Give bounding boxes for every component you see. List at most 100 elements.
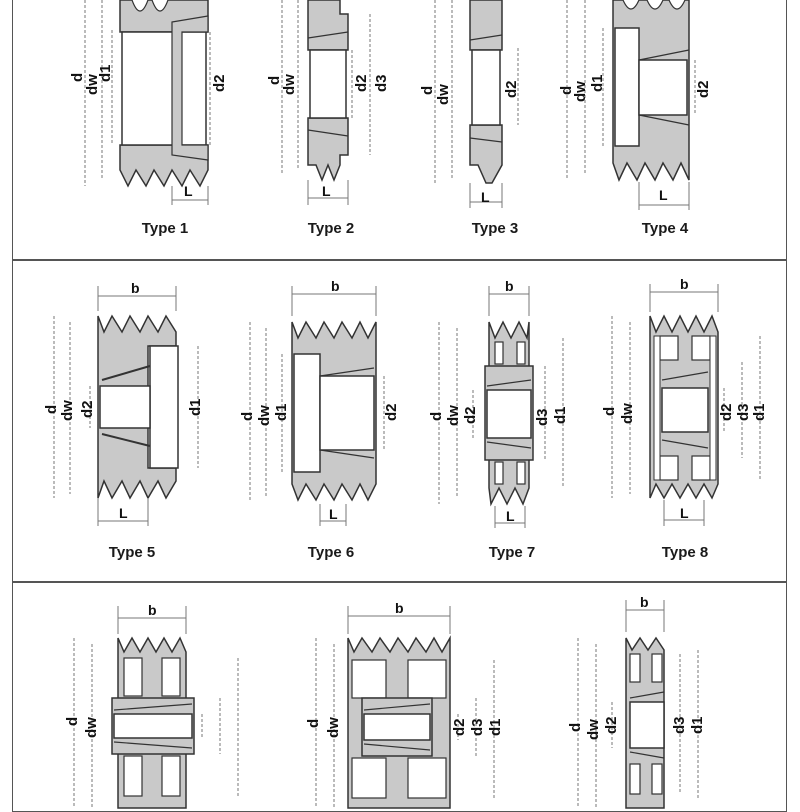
dim-label-b: b	[331, 278, 340, 294]
taper-line	[469, 34, 503, 41]
dim-label-d1: d1	[552, 406, 569, 424]
pulley-body	[469, 0, 503, 51]
taper-line	[113, 703, 193, 711]
web-window	[123, 755, 143, 797]
dim-label-d: d	[601, 407, 618, 416]
bore	[486, 389, 532, 439]
dim-label-d1: d1	[751, 403, 768, 421]
web-window	[629, 653, 641, 683]
taper-line	[629, 691, 665, 699]
web-window	[516, 341, 526, 365]
web-window	[351, 659, 387, 699]
bore	[149, 345, 179, 469]
dim-label-dw: dw	[585, 719, 602, 740]
dim-label-b: b	[505, 278, 514, 294]
web-window	[691, 335, 711, 361]
type-6-caption: Type 6	[307, 544, 355, 561]
dim-label-L: L	[506, 508, 515, 524]
pulley-type-1-drawing: d dw d1 d2 L	[69, 0, 228, 205]
dim-label-dw: dw	[619, 403, 636, 424]
taper-line	[629, 751, 665, 759]
dim-label-d1: d1	[187, 398, 204, 416]
dim-label-d3: d3	[534, 408, 551, 426]
dim-label-d3: d3	[469, 718, 486, 736]
web-window	[651, 763, 663, 795]
bore	[661, 387, 709, 433]
dim-label-d: d	[428, 412, 445, 421]
pulley-body	[307, 0, 349, 51]
type-5-caption: Type 5	[108, 544, 156, 561]
dim-label-b: b	[148, 602, 157, 618]
pulley-type-4-drawing: d dw d1 d2 L	[558, 0, 712, 210]
taper-line	[638, 114, 690, 126]
dim-label-b: b	[640, 594, 649, 610]
web-window	[161, 657, 181, 697]
dim-label-L: L	[322, 183, 331, 199]
bore	[99, 385, 151, 429]
dim-label-dw: dw	[281, 74, 298, 95]
taper-line	[363, 703, 431, 711]
bore	[638, 59, 688, 116]
pulley-body	[307, 117, 349, 183]
pulley-type-9-drawing: b d dw	[64, 602, 239, 809]
web-window	[629, 763, 641, 795]
dim-label-d2: d2	[451, 718, 468, 736]
dim-label-L: L	[481, 189, 490, 205]
web-window	[494, 341, 504, 365]
dim-label-d2: d2	[503, 80, 520, 98]
web-window	[494, 461, 504, 485]
taper-line	[101, 433, 151, 447]
dim-label-d1: d1	[689, 716, 706, 734]
dim-label-dw: dw	[325, 717, 342, 738]
type-4-caption: Type 4	[641, 220, 689, 237]
dim-label-d: d	[69, 73, 86, 82]
bore	[614, 27, 640, 147]
dim-label-d3: d3	[671, 716, 688, 734]
dim-label-dw: dw	[59, 400, 76, 421]
taper-line	[319, 367, 375, 377]
taper-line	[307, 31, 349, 39]
pulley-type-3-drawing: d dw d2 L	[419, 0, 520, 208]
dim-label-d2: d2	[462, 406, 479, 424]
bore	[113, 713, 193, 739]
bore	[121, 31, 207, 146]
pulley-body	[469, 124, 503, 184]
taper-line	[101, 365, 151, 381]
web-window	[407, 757, 447, 799]
pulley-type-11-drawing: b d dw d2 d3 d1	[567, 594, 706, 809]
dim-label-b: b	[395, 600, 404, 616]
pulley-grooves-top	[131, 0, 169, 12]
dim-label-d2: d2	[383, 403, 400, 421]
dim-label-d1: d1	[589, 74, 606, 92]
dim-label-d1: d1	[273, 403, 290, 421]
dim-label-d2: d2	[695, 80, 712, 98]
dim-label-d: d	[558, 86, 575, 95]
bore	[309, 49, 347, 119]
web-window	[651, 653, 663, 683]
bore	[293, 353, 321, 473]
bore	[471, 49, 501, 126]
dim-label-dw: dw	[445, 405, 462, 426]
pulley-type-5-drawing: b d dw d2 d1 L	[43, 280, 204, 526]
dim-label-dw: dw	[83, 717, 100, 738]
bore	[363, 713, 431, 741]
web-window	[691, 455, 711, 481]
bore	[653, 335, 661, 481]
dim-label-d: d	[239, 412, 256, 421]
dim-label-dw: dw	[256, 405, 273, 426]
dim-label-d1: d1	[97, 64, 114, 82]
pulley-type-6-drawing: b d dw d1 d2 L	[239, 278, 400, 526]
dim-label-d3: d3	[373, 74, 390, 92]
taper-line	[638, 49, 690, 61]
pulley-grooves-top	[622, 0, 686, 10]
web-window	[123, 657, 143, 697]
dim-label-d: d	[419, 86, 436, 95]
taper-line	[486, 441, 532, 449]
dim-label-d2: d2	[211, 74, 228, 92]
dim-label-d2: d2	[79, 400, 96, 418]
dim-label-L: L	[659, 187, 668, 203]
panel-row-1	[12, 0, 787, 260]
dim-label-d2: d2	[603, 716, 620, 734]
taper-line	[113, 741, 193, 749]
